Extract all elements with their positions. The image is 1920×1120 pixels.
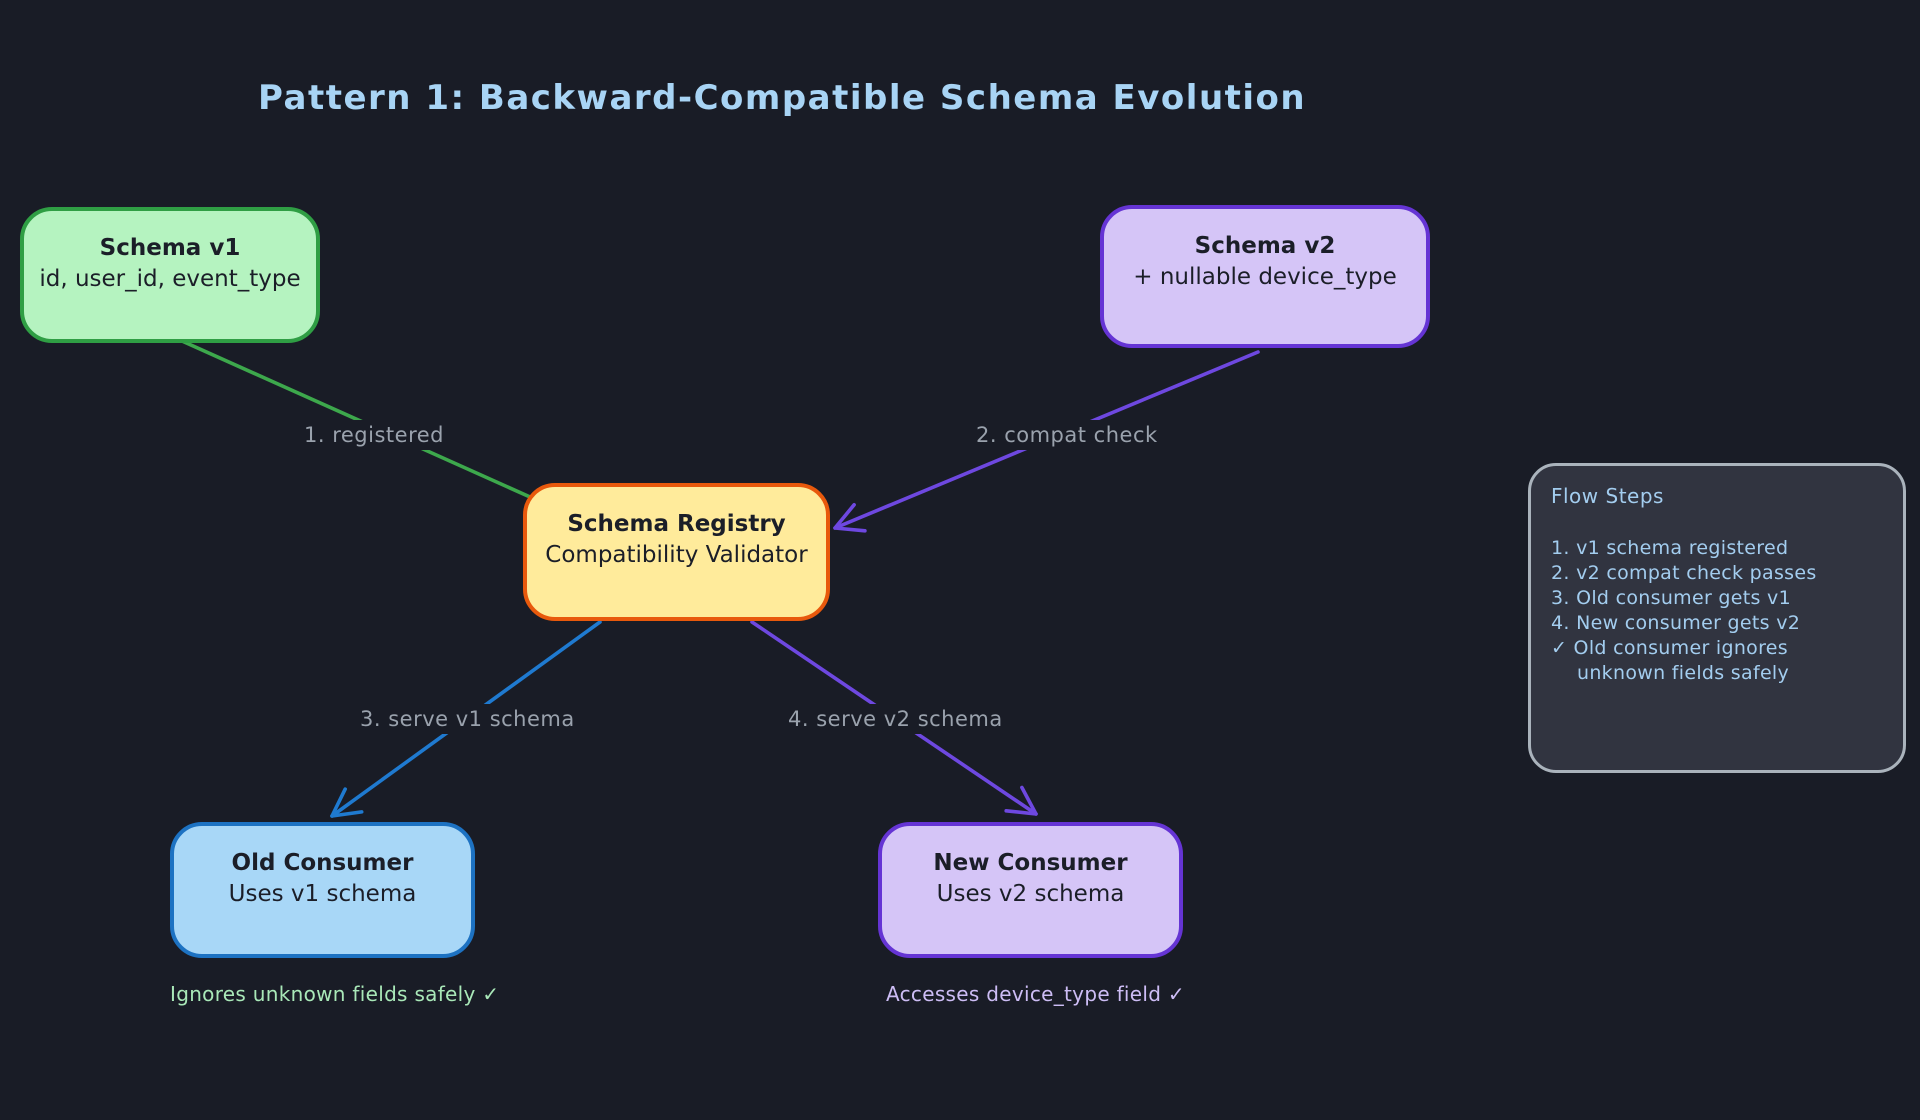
flow-steps-title: Flow Steps — [1551, 484, 1664, 508]
node-schema-v2: Schema v2 + nullable device_type — [1100, 205, 1430, 348]
old-consumer-caption: Ignores unknown fields safely ✓ — [170, 982, 500, 1006]
flow-step-5-continued: unknown fields safely — [1577, 662, 1790, 684]
flow-step-3: 3. Old consumer gets v1 — [1551, 587, 1791, 609]
flow-step-2: 2. v2 compat check passes — [1551, 562, 1817, 584]
node-schema-v1: Schema v1 id, user_id, event_type — [20, 207, 320, 343]
node-schema-v2-title: Schema v2 — [1194, 233, 1336, 259]
node-schema-v1-title: Schema v1 — [99, 235, 241, 261]
new-consumer-caption: Accesses device_type field ✓ — [886, 982, 1185, 1006]
flow-steps-panel: Flow Steps 1. v1 schema registered 2. v2… — [1528, 463, 1906, 773]
flow-step-5: ✓ Old consumer ignores — [1551, 637, 1788, 659]
node-new-consumer: New Consumer Uses v2 schema — [878, 822, 1183, 958]
edge-label-registered: 1. registered — [296, 420, 452, 450]
node-schema-registry-title: Schema Registry — [567, 511, 786, 537]
node-old-consumer: Old Consumer Uses v1 schema — [170, 822, 475, 958]
flow-step-1: 1. v1 schema registered — [1551, 537, 1789, 559]
node-schema-v1-subtitle: id, user_id, event_type — [39, 266, 301, 292]
edge-label-compat-check: 2. compat check — [968, 420, 1166, 450]
node-old-consumer-subtitle: Uses v1 schema — [228, 881, 417, 907]
node-schema-v2-subtitle: + nullable device_type — [1133, 264, 1397, 290]
node-schema-registry: Schema Registry Compatibility Validator — [523, 483, 830, 621]
flow-step-4: 4. New consumer gets v2 — [1551, 612, 1801, 634]
diagram-title: Pattern 1: Backward-Compatible Schema Ev… — [258, 78, 1307, 118]
edge-label-serve-v2: 4. serve v2 schema — [780, 704, 1011, 734]
node-schema-registry-subtitle: Compatibility Validator — [545, 542, 808, 568]
node-new-consumer-title: New Consumer — [933, 850, 1128, 876]
node-new-consumer-subtitle: Uses v2 schema — [936, 881, 1125, 907]
node-old-consumer-title: Old Consumer — [231, 850, 414, 876]
edge-label-serve-v1: 3. serve v1 schema — [352, 704, 583, 734]
